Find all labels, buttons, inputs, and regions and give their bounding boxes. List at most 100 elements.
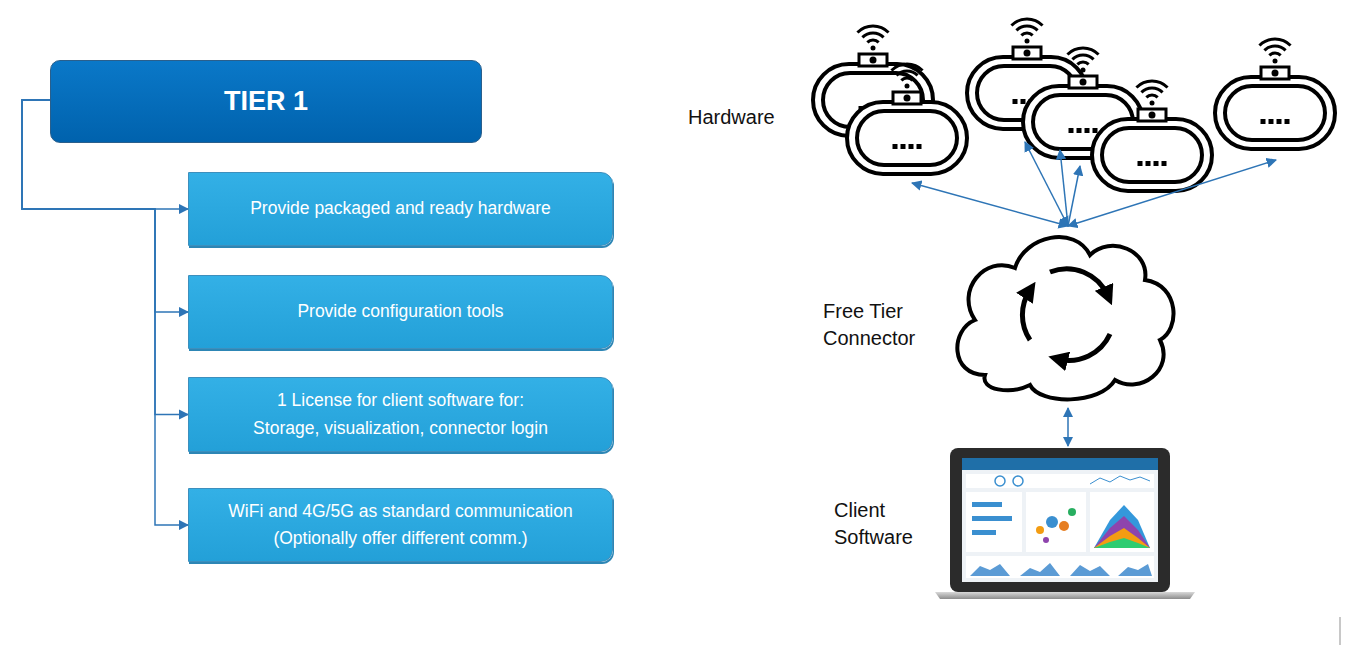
wifi-dot bbox=[1150, 101, 1155, 106]
hardware-links bbox=[912, 142, 1276, 446]
sensor-module bbox=[1069, 76, 1097, 88]
link-arrow bbox=[1068, 160, 1276, 226]
wifi-arc bbox=[901, 78, 912, 80]
sensor-dot bbox=[1093, 128, 1098, 133]
bubble bbox=[1043, 537, 1049, 543]
edge-mark bbox=[1339, 617, 1341, 645]
cloud-icon bbox=[957, 237, 1173, 399]
sensor-dot bbox=[1069, 128, 1074, 133]
laptop-bezel bbox=[950, 448, 1170, 592]
screen-panel bbox=[966, 474, 1154, 488]
connector-arrow bbox=[22, 100, 188, 415]
wifi-arc bbox=[1072, 55, 1093, 59]
screen-panel bbox=[1026, 492, 1086, 552]
screen-panel bbox=[966, 492, 1022, 552]
sensor-icon bbox=[1092, 81, 1212, 191]
wifi-arc bbox=[1136, 81, 1167, 87]
sensor-module bbox=[1138, 109, 1166, 121]
cloud-outline bbox=[957, 237, 1173, 399]
bubble bbox=[1068, 508, 1076, 516]
sensor-module bbox=[859, 54, 887, 66]
wifi-arc bbox=[1259, 39, 1290, 45]
sensor-led bbox=[1149, 112, 1156, 119]
sensor-dot bbox=[1138, 161, 1143, 166]
wifi-arc bbox=[862, 33, 883, 37]
sensor-led bbox=[870, 57, 877, 64]
wifi-arc bbox=[1077, 62, 1088, 64]
screen-panel bbox=[1090, 492, 1154, 552]
sensor-icon bbox=[847, 64, 967, 174]
sensor-dot bbox=[917, 144, 922, 149]
wifi-arc bbox=[1016, 26, 1037, 30]
wifi-arc bbox=[867, 40, 878, 42]
bubble bbox=[1046, 516, 1058, 528]
gauge bbox=[1013, 476, 1023, 486]
sensor-body-inner bbox=[1225, 86, 1325, 140]
sensor-icon bbox=[1215, 39, 1335, 149]
laptop-screen bbox=[962, 458, 1158, 582]
screen-panel bbox=[966, 556, 1154, 578]
bar bbox=[972, 530, 996, 535]
area-chart bbox=[1094, 538, 1150, 548]
wifi-arc bbox=[1141, 88, 1162, 92]
sensor-body-inner bbox=[857, 111, 957, 165]
sensor-dot bbox=[893, 144, 898, 149]
bubble bbox=[1059, 521, 1069, 531]
sensor-dot bbox=[1162, 161, 1167, 166]
sensor-dot bbox=[1085, 128, 1090, 133]
wifi-arc bbox=[1269, 53, 1280, 55]
link-arrow bbox=[912, 183, 1068, 226]
wifi-arc bbox=[1067, 48, 1098, 54]
sensor-led bbox=[904, 95, 911, 102]
cycle-arrow bbox=[1050, 269, 1108, 296]
link-arrow bbox=[1025, 142, 1068, 226]
sensor-dot bbox=[1154, 161, 1159, 166]
part-label: Client Software bbox=[834, 497, 934, 551]
sensor-dot bbox=[1269, 119, 1274, 124]
wifi-arc bbox=[891, 64, 922, 70]
part-label: Free Tier Connector bbox=[823, 298, 948, 352]
sensor-dot bbox=[909, 144, 914, 149]
sensor-body-inner bbox=[1102, 128, 1202, 182]
box-text: (Optionally offer different comm.) bbox=[273, 525, 527, 552]
sensor-led bbox=[1272, 70, 1279, 77]
bar bbox=[972, 502, 1002, 507]
process-box: 1 License for client software for:Storag… bbox=[188, 377, 613, 452]
wifi-dot bbox=[905, 84, 910, 89]
cycle-arrow bbox=[1022, 290, 1030, 340]
box-text: Provide packaged and ready hardware bbox=[250, 195, 551, 222]
wifi-arc bbox=[896, 71, 917, 75]
link-arrow bbox=[1068, 166, 1080, 226]
screen-header bbox=[962, 458, 1158, 470]
laptop-icon bbox=[935, 448, 1195, 599]
box-text: Storage, visualization, connector login bbox=[253, 415, 548, 442]
sensor-icons bbox=[813, 19, 1335, 191]
sensor-dot bbox=[1277, 119, 1282, 124]
sparkline bbox=[1090, 476, 1150, 484]
sensor-dot bbox=[1146, 161, 1151, 166]
process-box: WiFi and 4G/5G as standard communication… bbox=[188, 488, 613, 562]
link-arrow bbox=[1060, 150, 1068, 226]
sensor-dot bbox=[901, 144, 906, 149]
wifi-arc bbox=[1264, 46, 1285, 50]
mini-area bbox=[1118, 564, 1152, 576]
tier-title: TIER 1 bbox=[224, 86, 308, 117]
box-text: 1 License for client software for: bbox=[277, 387, 524, 414]
wifi-arc bbox=[1146, 95, 1157, 97]
process-box: Provide configuration tools bbox=[188, 275, 613, 349]
sensor-module bbox=[1261, 67, 1289, 79]
cycle-arrow bbox=[1058, 334, 1110, 360]
sensor-dot bbox=[1261, 119, 1266, 124]
sensor-module bbox=[1013, 47, 1041, 59]
sensor-led bbox=[1024, 50, 1031, 57]
box-text: WiFi and 4G/5G as standard communication bbox=[228, 498, 572, 525]
tier-box: TIER 1 bbox=[50, 60, 482, 143]
sensor-body bbox=[1215, 77, 1335, 149]
wifi-dot bbox=[1025, 39, 1030, 44]
wifi-arc bbox=[1021, 33, 1032, 35]
sensor-dot bbox=[1021, 99, 1026, 104]
bar bbox=[972, 516, 1012, 521]
wifi-dot bbox=[1273, 59, 1278, 64]
process-box: Provide packaged and ready hardware bbox=[188, 172, 613, 246]
